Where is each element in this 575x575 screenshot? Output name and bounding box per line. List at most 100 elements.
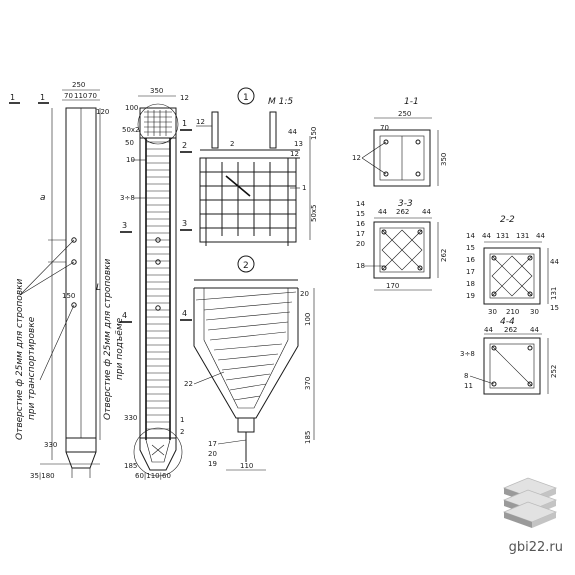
dim-44-s22v: 44: [550, 258, 559, 266]
mark-18-s22: 18: [466, 280, 475, 288]
section-mark-1-right-c: 1: [182, 119, 187, 128]
note-lift-line1: Отверстие ф 25мм для строповки: [103, 258, 113, 420]
dim-44-s33a: 44: [378, 208, 387, 216]
dim-252-s44: 252: [550, 365, 558, 378]
dim-70: 70: [64, 92, 73, 100]
dim-170-s33: 170: [386, 282, 399, 290]
dim-70-s11: 70: [380, 124, 389, 132]
mark-1-bottom: 1: [180, 416, 184, 424]
dim-350-s11: 350: [440, 153, 448, 166]
section-title-2-2: 2-2: [500, 215, 515, 225]
mark-17-s22: 17: [466, 268, 475, 276]
dim-350-center: 350: [150, 87, 163, 95]
dim-262-s33: 262: [396, 208, 409, 216]
mark-17-d2: 17: [208, 440, 217, 448]
section-title-1-1: 1-1: [404, 97, 419, 107]
callout-2: 2: [243, 261, 249, 271]
dim-30-s22a: 30: [488, 308, 497, 316]
section-mark-3-left: 3: [122, 221, 127, 230]
note-lift: Отверстие ф 25мм для строповки при подъё…: [103, 258, 125, 420]
mark-20-s33: 20: [356, 240, 365, 248]
dim-44-s44a: 44: [484, 326, 493, 334]
scale-label: М 1:5: [268, 97, 293, 107]
note-transport: Отверстие ф 25мм для строповки при транс…: [15, 278, 37, 440]
dim-120-left: 120: [96, 108, 109, 116]
dim-100-d2: 100: [304, 313, 312, 326]
dim-370-d2: 370: [304, 377, 312, 390]
dim-131-s22b: 131: [516, 232, 529, 240]
dim-15-s22: 15: [550, 304, 559, 312]
dim-12-d1: 12: [290, 150, 299, 158]
dim-70b: 70: [88, 92, 97, 100]
dim-44-s22a: 44: [482, 232, 491, 240]
dim-250-top: 250: [72, 81, 85, 89]
detail-2-tip: 2 22 17 20 19 110 100 370 185 20: [184, 255, 315, 471]
section-4-4: 4-4 44 262 44 3÷8 8 11 252: [460, 317, 558, 395]
dim-150-hole: 150: [62, 292, 75, 300]
mark-14-s22: 14: [466, 232, 475, 240]
mark-12-d1: 12: [196, 118, 205, 126]
dim-50x2: 50х2: [122, 126, 140, 134]
label-L: L: [96, 283, 101, 293]
dim-185-d2: 185: [304, 431, 312, 444]
section-mark-1-right: 1: [40, 93, 45, 102]
mark-16-s33: 16: [356, 220, 365, 228]
dim-44-s44b: 44: [530, 326, 539, 334]
dim-bottom-center: 60|110|60: [135, 472, 171, 480]
dim-44-s22b: 44: [536, 232, 545, 240]
section-title-4-4: 4-4: [500, 317, 515, 327]
dim-20-d2: 20: [300, 290, 309, 298]
mark-19-d2: 19: [208, 460, 217, 468]
mark-2-d1: 2: [230, 140, 234, 148]
section-3-3: 3-3 14 15 16 17 20 44 262 44 18 170 262: [356, 199, 448, 291]
pile-elevation-left: 1 1 250 70 110 70 120 L a 150: [9, 81, 109, 480]
dim-330-center: 330: [124, 414, 137, 422]
watermark-text: gbi22.ru: [508, 540, 563, 555]
mark-3-8-s44: 3÷8: [460, 350, 475, 358]
dim-250-s11: 250: [398, 110, 411, 118]
mark-16-s22: 16: [466, 256, 475, 264]
dim-262-s33v: 262: [440, 249, 448, 262]
dim-150-d1: 150: [310, 127, 318, 140]
dim-185-center: 185: [124, 462, 137, 470]
mark-20-d2: 20: [208, 450, 217, 458]
section-2-2: 2-2 14 15 16 17 18 19 44 131 131 44 30 2…: [466, 215, 559, 316]
label-a: a: [40, 193, 46, 203]
mark-10: 10: [126, 156, 135, 164]
note-lift-line2: при подъёме: [115, 317, 125, 380]
dim-30-s22b: 30: [530, 308, 539, 316]
section-mark-4-right: 4: [182, 309, 187, 318]
dim-44-s33b: 44: [422, 208, 431, 216]
note-transport-line2: при транспортировке: [27, 316, 37, 420]
dim-110: 110: [74, 92, 87, 100]
mark-11-s44: 11: [464, 382, 473, 390]
dim-44-d1: 44: [288, 128, 297, 136]
mark-22: 22: [184, 380, 193, 388]
mark-14-s33: 14: [356, 200, 365, 208]
dim-bottom-left: 35|180: [30, 472, 55, 480]
mark-13-d1: 13: [294, 140, 303, 148]
logo-slabs-icon: [502, 477, 558, 528]
pile-reinforcement-center: 350 12 100 50х2 50: [120, 87, 192, 480]
mark-3-8: 3÷8: [120, 194, 135, 202]
mark-19-s22: 19: [466, 292, 475, 300]
dim-210-s22: 210: [506, 308, 519, 316]
section-mark-3-right: 3: [182, 219, 187, 228]
note-transport-line1: Отверстие ф 25мм для строповки: [15, 278, 25, 440]
dim-100-center: 100: [125, 104, 138, 112]
mark-2-bottom: 2: [180, 428, 184, 436]
callout-1: 1: [243, 93, 249, 103]
mark-15-s22: 15: [466, 244, 475, 252]
mark-18-s33: 18: [356, 262, 365, 270]
section-mark-2-right-c: 2: [182, 141, 187, 150]
mark-12-center: 12: [180, 94, 189, 102]
dim-131-s22a: 131: [496, 232, 509, 240]
dim-50x5: 50х5: [310, 204, 318, 222]
dim-330-left: 330: [44, 441, 57, 449]
dim-110-d2: 110: [240, 462, 253, 470]
detail-1-head: 1 М 1:5 12 2 1 150: [196, 87, 318, 246]
mark-15-s33: 15: [356, 210, 365, 218]
mark-1-d1: 1: [302, 184, 306, 192]
dim-262-s44: 262: [504, 326, 517, 334]
